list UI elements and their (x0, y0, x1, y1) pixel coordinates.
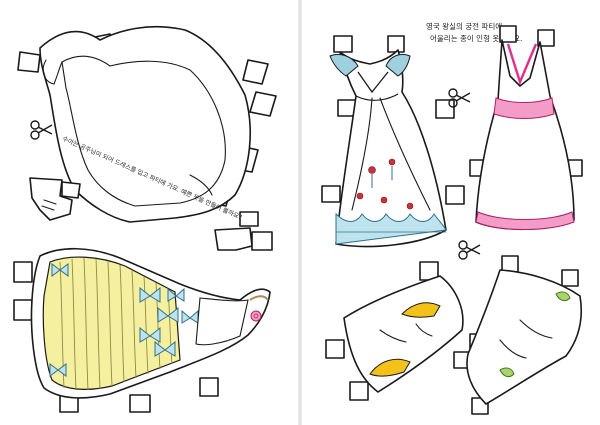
blue-trim-gown (321, 35, 465, 248)
right-page-caption-line2: 어울리는 종이 인형 옷이에요. (430, 33, 522, 43)
yellow-shoe-legs-cutout (325, 261, 489, 401)
glove-cutout-left (29, 177, 81, 221)
book-spine (298, 0, 302, 425)
pink-trim-gown (469, 25, 583, 231)
scissors-icon (30, 120, 53, 140)
yellow-striped-gown (13, 247, 271, 413)
scissors-icon (448, 88, 471, 108)
blank-gown-cutout (17, 25, 277, 223)
right-page-caption-line1: 영국 왕실의 궁전 파티에 (426, 21, 502, 31)
scissors-icon (458, 240, 481, 260)
green-shoe-legs-cutout (453, 255, 583, 415)
glove-cutout-right (214, 211, 273, 251)
